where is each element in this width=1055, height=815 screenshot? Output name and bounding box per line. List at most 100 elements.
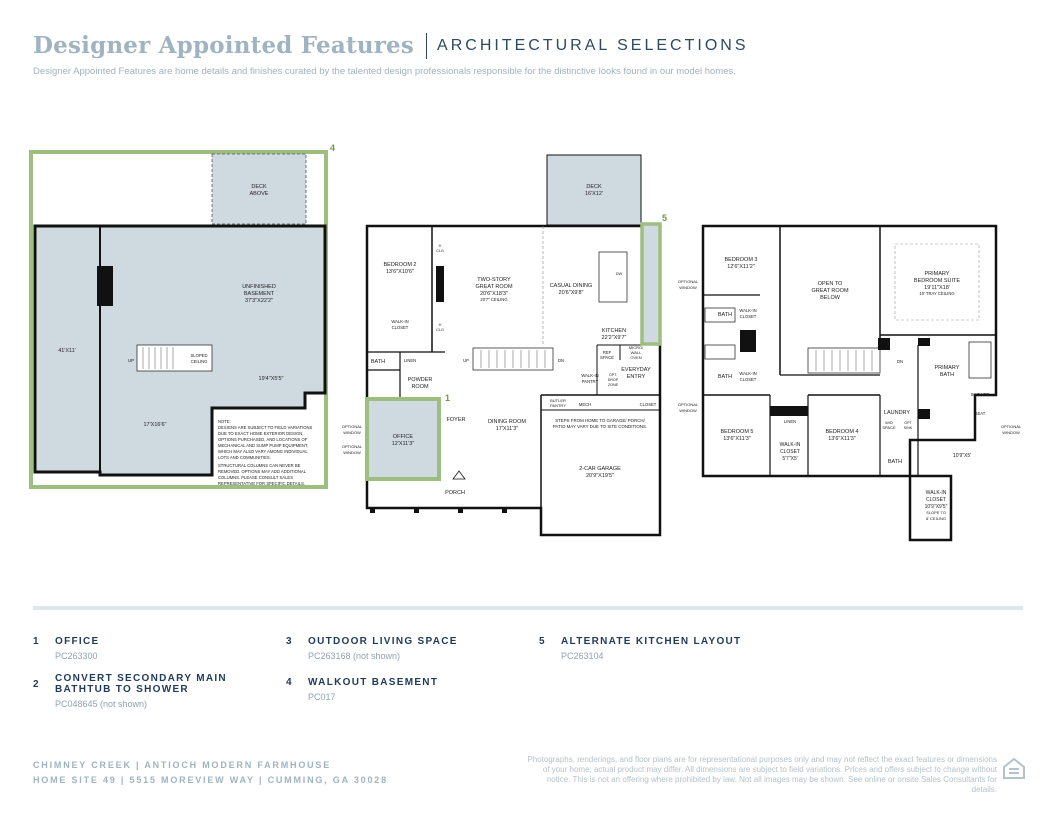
legend-num: 4 xyxy=(286,677,292,688)
upper-bath-1: BATH xyxy=(718,312,732,318)
left-room-dim: 41'X11' xyxy=(58,348,76,354)
great-room-4: 20'7" CEILING xyxy=(480,297,507,302)
svg-text:STRUCTURAL COLUMNS CAN NEVER B: STRUCTURAL COLUMNS CAN NEVER BE xyxy=(218,463,301,468)
great-room-2: GREAT ROOM xyxy=(475,284,512,290)
upper-dn: DN xyxy=(897,359,903,364)
mech: MECH xyxy=(579,402,591,407)
main-fireplace xyxy=(436,266,444,302)
unfinished-label-1: UNFINISHED xyxy=(242,284,276,290)
butler-2: PANTRY xyxy=(550,403,566,408)
everyday-1: EVERYDAY xyxy=(621,367,651,373)
svg-text:DUE TO EXACT HOME EXTERIOR DES: DUE TO EXACT HOME EXTERIOR DESIGN, xyxy=(218,431,303,436)
floor-plans: 4 DECK ABOVE UNFINISHED BASEMENT 37'3"X2… xyxy=(29,143,1022,542)
main-dn: DN xyxy=(558,358,564,363)
main-linen: LINEN xyxy=(404,358,416,363)
steps-note-2: PATIO MAY VARY DUE TO SITE CONDITIONS. xyxy=(553,424,647,429)
basement-note: NOTE: DESIGNS ARE SUBJECT TO FIELD VARIA… xyxy=(218,419,313,486)
deck-above xyxy=(211,153,307,225)
main-optwin-b1: OPTIONAL xyxy=(342,444,363,449)
upper-bath-2: BATH xyxy=(718,374,732,380)
open-to-2: GREAT ROOM xyxy=(811,288,848,294)
svg-text:COLUMNS. PLEASE CONSULT SALES: COLUMNS. PLEASE CONSULT SALES xyxy=(218,475,293,480)
kitchen-2: 22'2"X9'7" xyxy=(602,335,627,341)
page-header: Designer Appointed Features ARCHITECTURA… xyxy=(33,32,749,59)
kitchen-island xyxy=(598,251,628,303)
basement-dim-2: 19'4"X5'5" xyxy=(259,376,284,382)
casual-dining-1: CASUAL DINING xyxy=(550,283,593,289)
bedroom2-1: BEDROOM 2 xyxy=(383,262,416,268)
dining-2: 17'X11'3" xyxy=(496,426,519,432)
clg-b2: CLG xyxy=(436,328,444,332)
callout-4: 4 xyxy=(330,143,335,153)
clg-a2: CLG xyxy=(436,249,444,253)
legend-code: PC017 xyxy=(308,692,336,702)
primary-closet-5: 8' CEILING xyxy=(926,516,946,521)
office-highlight xyxy=(365,397,441,481)
ref-1: REF xyxy=(603,350,612,355)
steps-note-1: STEPS FROM HOME TO GARAGE/ PORCH/ xyxy=(555,418,645,423)
primary-suite-1: PRIMARY xyxy=(925,271,950,277)
porch: PORCH xyxy=(445,490,465,496)
micro-3: OVEN xyxy=(630,355,641,360)
sloped-label-2: CEILING xyxy=(191,359,208,364)
wd-2: SPACE xyxy=(882,425,896,430)
bedroom3-2: 12'6"X11'2" xyxy=(727,264,755,270)
upper-stairs xyxy=(807,347,881,374)
main-wic-1: WALK-IN xyxy=(391,319,408,324)
closet-dim: 10'9"X5' xyxy=(953,453,971,459)
dining-1: DINING ROOM xyxy=(488,419,526,425)
bedroom2-2: 13'6"X10'6" xyxy=(386,269,414,275)
legend-code: PC263104 xyxy=(561,651,604,661)
powder-1: POWDER xyxy=(408,377,433,383)
legend-title: OUTDOOR LIVING SPACE xyxy=(308,636,458,647)
drop-3: ZONE xyxy=(608,383,619,387)
up-optwin-a1: OPTIONAL xyxy=(678,279,699,284)
seat: SEAT xyxy=(975,411,986,416)
open-to-1: OPEN TO xyxy=(818,281,843,287)
bedroom5-1: BEDROOM 5 xyxy=(720,429,753,435)
equal-housing-icon xyxy=(1003,757,1025,779)
garage-1: 2-CAR GARAGE xyxy=(579,466,621,472)
main-up: UP xyxy=(463,358,469,363)
bedroom5-2: 13'6"X11'3" xyxy=(723,436,751,442)
bedroom3-1: BEDROOM 3 xyxy=(724,257,757,263)
primary-closet-2: CLOSET xyxy=(926,497,946,503)
micro-1: MICRO/ xyxy=(629,345,644,350)
sloped-label-1: SLOPED xyxy=(191,353,208,358)
up-optwin-b1: OPTIONAL xyxy=(678,402,699,407)
legend-num: 1 xyxy=(33,636,39,647)
basement-dim-3: 17'X16'6" xyxy=(143,422,166,428)
primary-bath-2: BATH xyxy=(940,372,954,378)
upper-bath-3: BATH xyxy=(888,459,902,465)
hall-closet-2: CLOSET xyxy=(780,449,800,455)
upper-outline xyxy=(701,224,998,542)
unfinished-label-3: 37'3"X22'2" xyxy=(245,298,273,304)
deck-above-label-1: DECK xyxy=(251,184,267,190)
basement-stairs xyxy=(136,344,213,372)
callout-5: 5 xyxy=(662,213,667,223)
drop-1: OPT. xyxy=(609,373,617,377)
main-deck-label-2: 16'X12' xyxy=(585,191,603,197)
svg-text:OPTIONS PURCHASED, AND LOCATIO: OPTIONS PURCHASED, AND LOCATIONS OF xyxy=(218,437,308,442)
sink-1: OPT xyxy=(904,421,912,425)
address-line: HOME SITE 49 | 5515 MOREVIEW WAY | CUMMI… xyxy=(33,775,388,785)
main-closet: CLOSET xyxy=(640,402,657,407)
great-room-3: 20'6"X18'3" xyxy=(480,291,508,297)
upper-wic-a2: CLOSET xyxy=(740,314,757,319)
upper-wic-b1: WALK-IN xyxy=(739,371,756,376)
ref-2: SPACE xyxy=(600,355,614,360)
primary-closet-1: WALK-IN xyxy=(926,490,947,496)
main-bath: BATH xyxy=(371,359,385,365)
primary-suite-4: 10' TRAY CEILING xyxy=(919,291,954,296)
legend-num: 2 xyxy=(33,679,39,690)
up-optwin-b2: WINDOW xyxy=(679,408,697,413)
svg-text:NOTE:: NOTE: xyxy=(218,419,231,424)
clg-a1: 9' xyxy=(439,244,442,248)
dw: DW xyxy=(616,271,623,276)
upper-linen: LINEN xyxy=(784,419,796,424)
pantry-2: PANTRY xyxy=(582,379,599,384)
upper-level-plan: BEDROOM 3 12'6"X11'2" OPEN TO GREAT ROOM… xyxy=(678,224,1022,542)
everyday-2: ENTRY xyxy=(627,374,646,380)
svg-text:WHICH MAY ALSO VARY AMONG INDI: WHICH MAY ALSO VARY AMONG INDIVIDUAL xyxy=(218,449,308,454)
legend-num: 3 xyxy=(286,636,292,647)
